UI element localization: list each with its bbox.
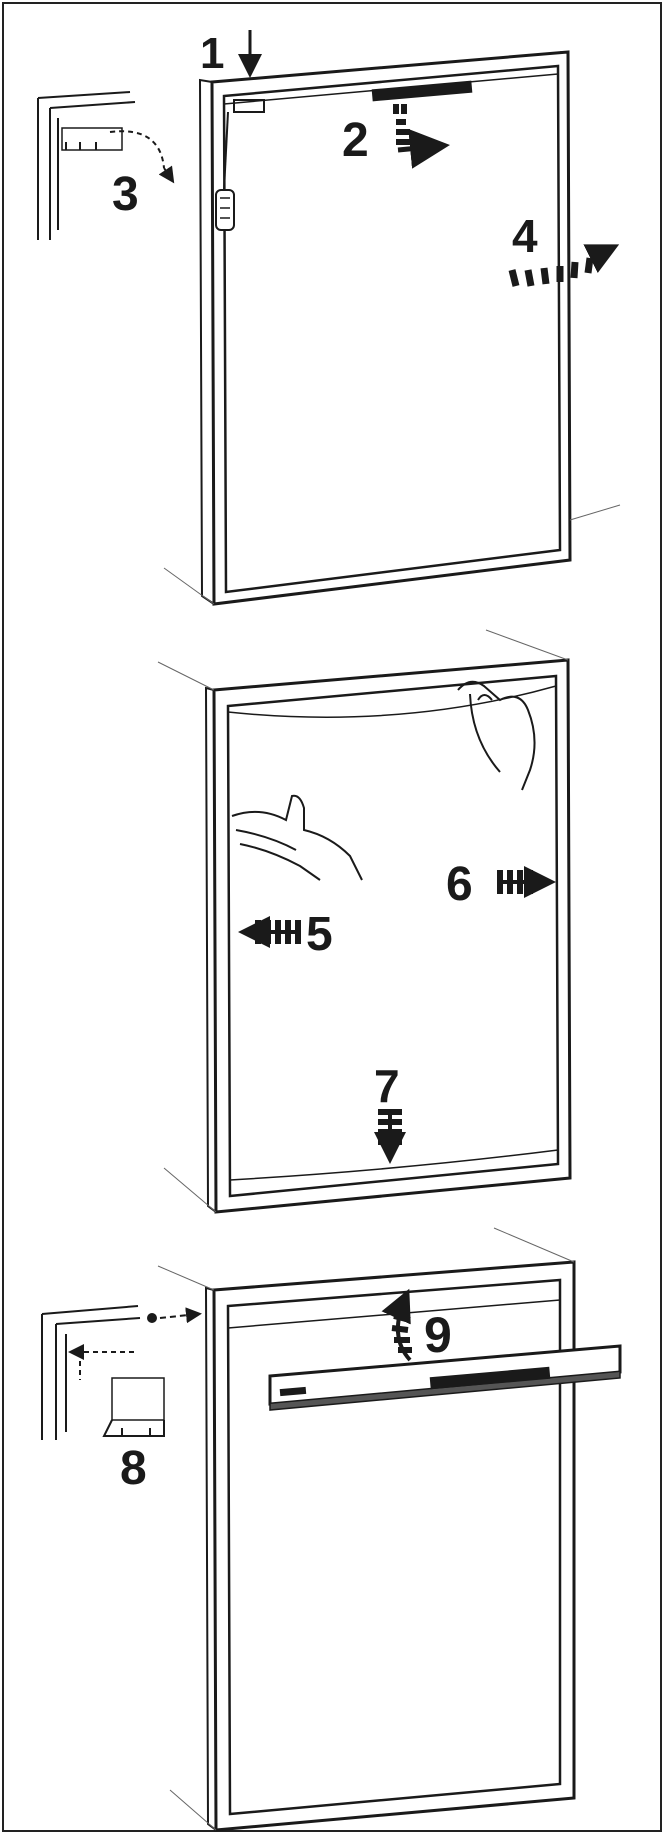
panel-1: 1 2 3 4 [38, 29, 620, 604]
step-4-label: 4 [512, 210, 538, 262]
step-5-label: 5 [306, 908, 333, 961]
hand-icon-right [458, 682, 535, 790]
step-7-label: 7 [374, 1060, 400, 1112]
hinge-detail-top [38, 92, 172, 240]
step-2-arrow [396, 104, 440, 150]
door-2 [158, 630, 570, 1212]
step-6-arrow [498, 870, 548, 894]
step-2-label: 2 [342, 114, 369, 167]
step-3-label: 3 [112, 168, 139, 221]
step-1-label: 1 [200, 29, 224, 78]
step-8-label: 8 [120, 1442, 147, 1495]
panel-3: 8 9 [42, 1228, 620, 1830]
step-9-arrow [392, 1296, 412, 1360]
door-3 [158, 1228, 574, 1830]
step-7-arrow [378, 1110, 402, 1156]
hand-icon-left [232, 796, 362, 880]
panel-2: 5 6 7 [158, 630, 570, 1212]
hinge-detail-bottom [42, 1306, 198, 1440]
step-6-label: 6 [446, 858, 473, 911]
door-1 [164, 52, 620, 604]
step-5-arrow [246, 920, 298, 944]
step-9-label: 9 [424, 1307, 452, 1363]
